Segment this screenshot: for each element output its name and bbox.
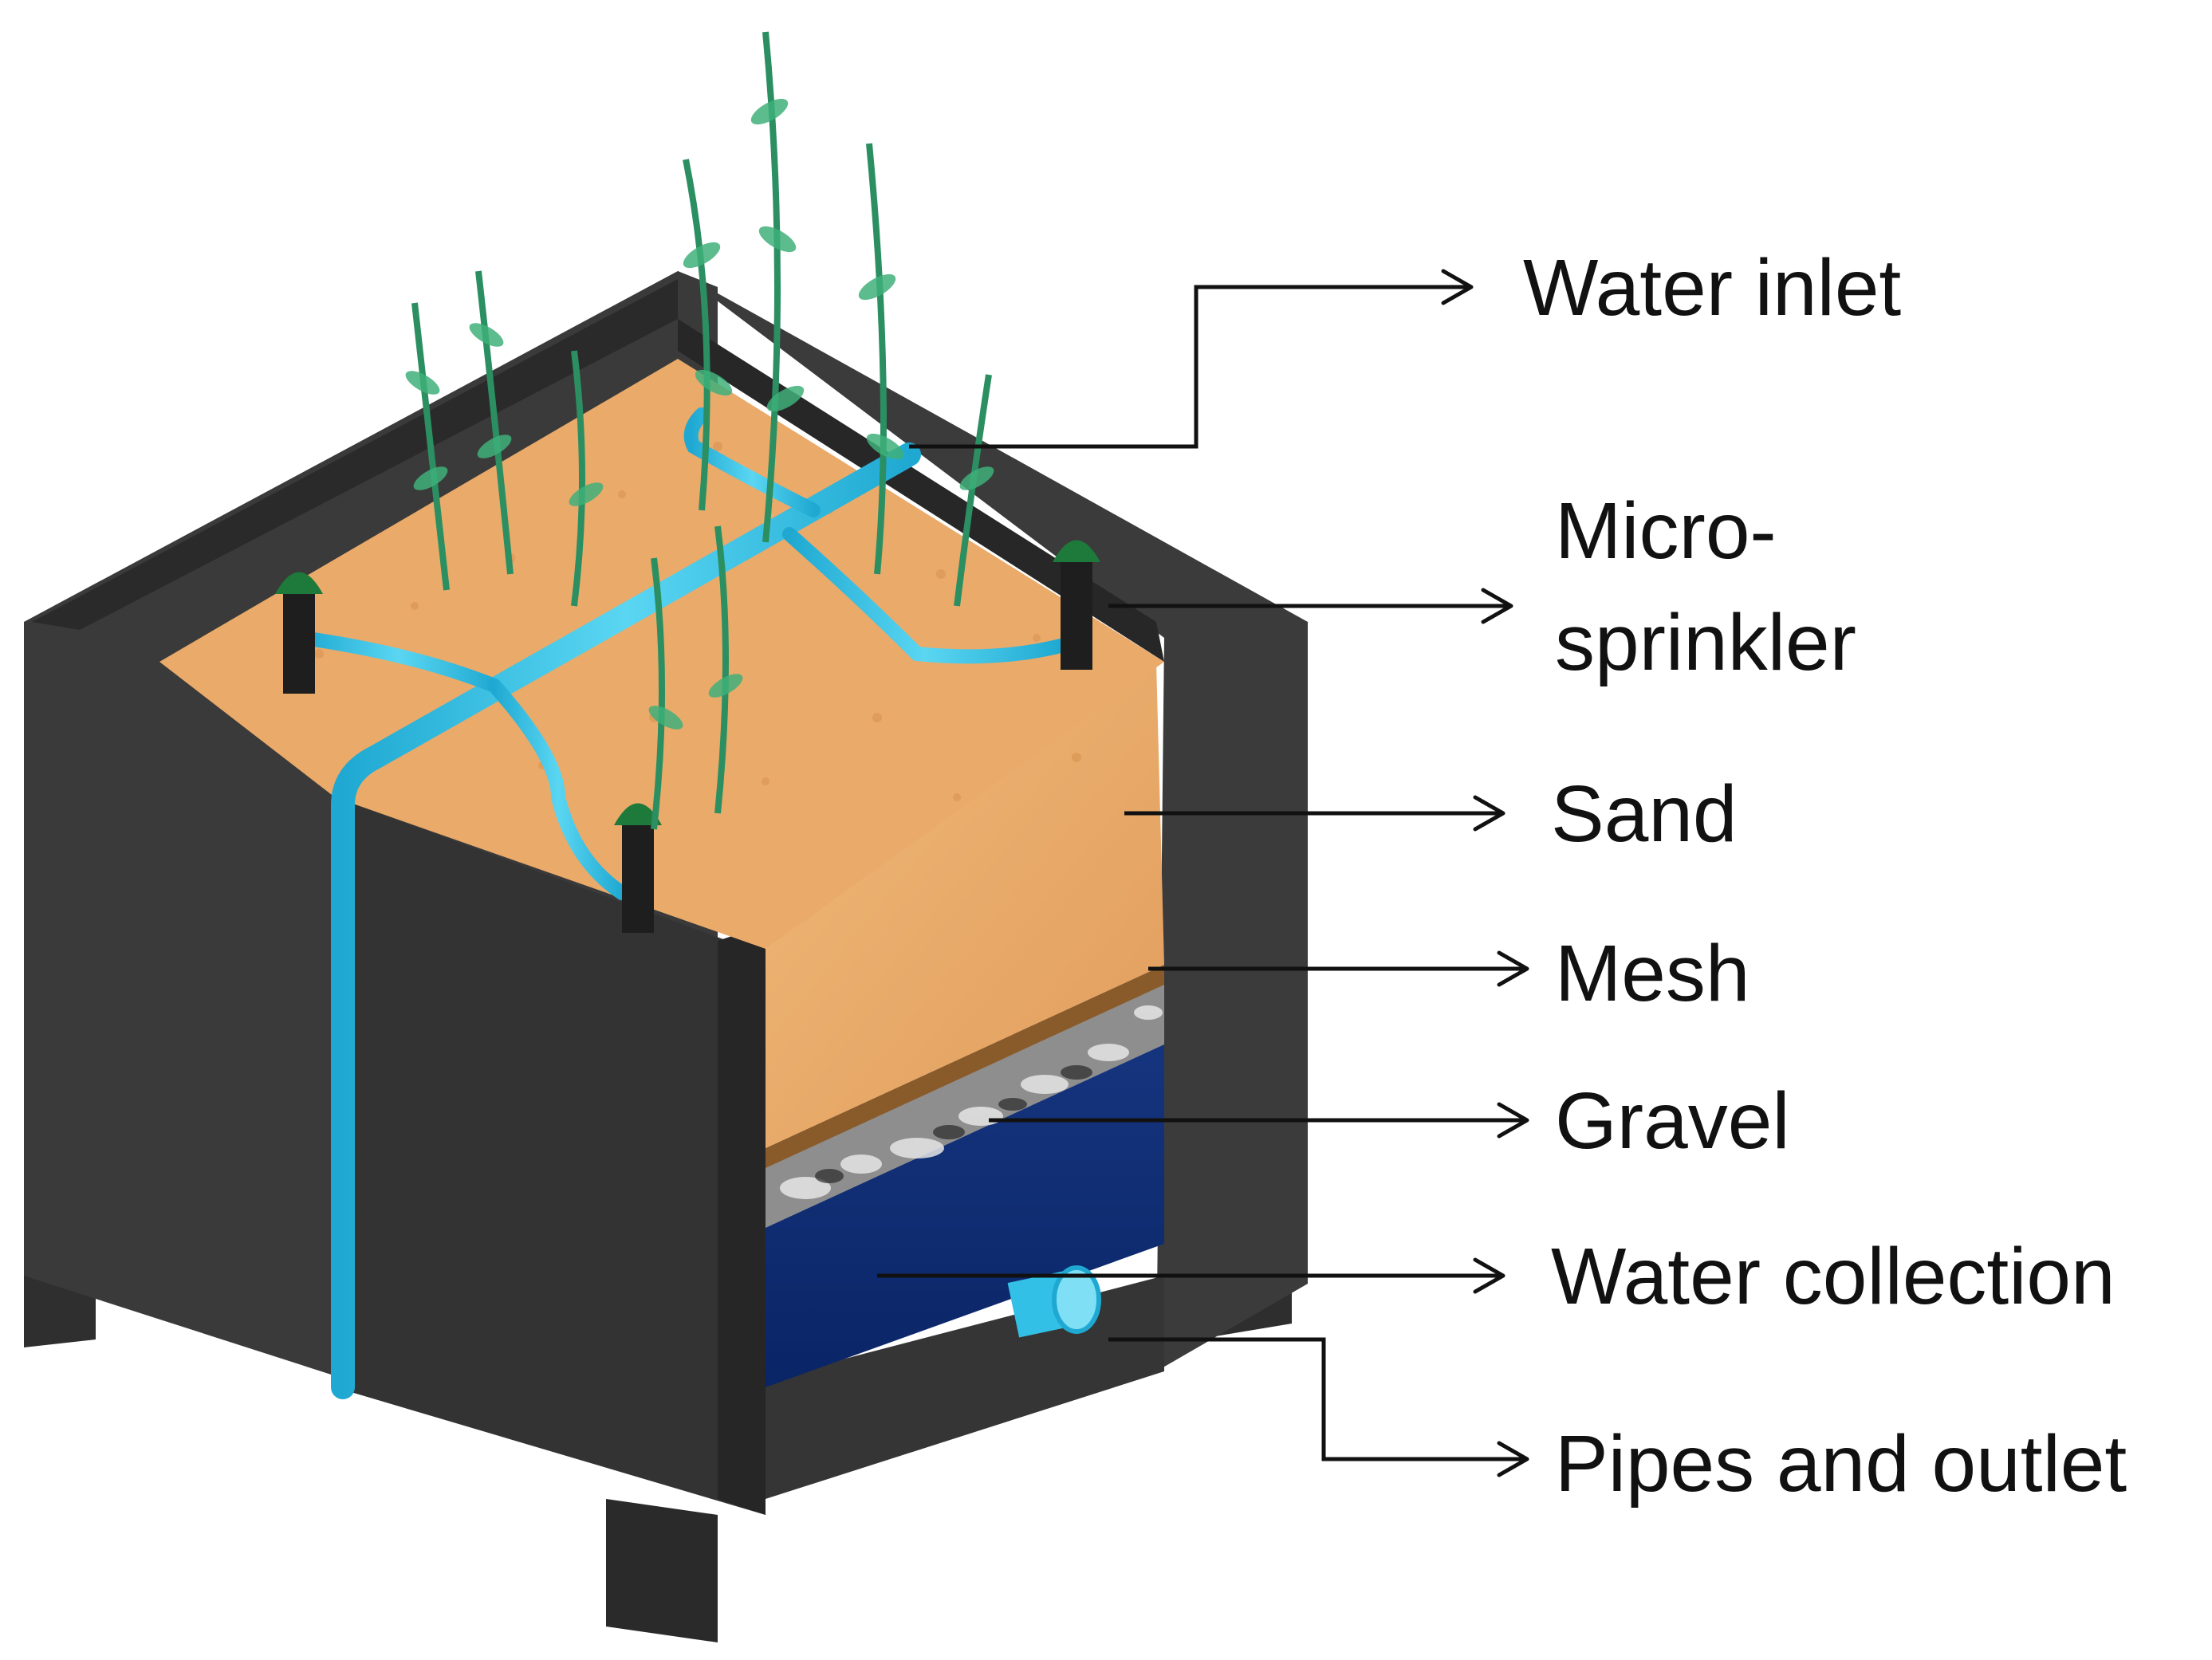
micro-sprinkler-icon	[275, 540, 1100, 933]
leader-lines	[877, 269, 1529, 1477]
arrow-right-icon	[1473, 795, 1505, 832]
labels: Water inlet Micro- sprinkler Sand Mesh G…	[1523, 243, 2127, 1509]
label-mesh: Mesh	[1555, 929, 1750, 1018]
box-right-wall	[678, 271, 1308, 1371]
label-gravel: Gravel	[1555, 1076, 1790, 1166]
label-pipes-and-outlet: Pipes and outlet	[1555, 1419, 2127, 1509]
label-sand: Sand	[1551, 769, 1738, 859]
outlet-pipe-icon	[1007, 1265, 1101, 1338]
vertical-inlet-pipe	[331, 443, 921, 1399]
arrow-right-icon	[1497, 1441, 1529, 1477]
arrow-right-icon	[1481, 588, 1513, 624]
label-water-collection: Water collection	[1551, 1232, 2116, 1321]
box-front-rim	[718, 925, 766, 1515]
label-micro-sprinkler-line1: Micro-	[1555, 486, 1777, 576]
sand-cut-face	[766, 662, 1164, 1148]
box-base	[766, 1276, 1164, 1499]
box-leg-front	[606, 1499, 718, 1642]
leader-water-inlet	[909, 285, 1467, 449]
water-collection-layer	[766, 1037, 1164, 1387]
filter-layers	[766, 662, 1164, 1387]
leader-pipes-and-outlet	[1108, 1337, 1523, 1461]
branch-pipe-back	[683, 407, 821, 517]
plant-leaves	[405, 98, 994, 730]
branch-pipe-front	[487, 679, 629, 900]
box-right-rim	[678, 319, 1164, 662]
gravel-dark-texture	[815, 1065, 1092, 1183]
arrow-right-icon	[1497, 950, 1529, 987]
irrigation-pipes	[296, 407, 1068, 1399]
label-water-inlet: Water inlet	[1523, 243, 1901, 332]
box-left-rim	[32, 279, 678, 630]
box-front-wall	[335, 797, 766, 1515]
label-micro-sprinkler-line2: sprinkler	[1555, 598, 1856, 687]
arrow-right-icon	[1441, 269, 1474, 305]
branch-pipe-left	[296, 631, 502, 693]
branch-pipe-right	[782, 527, 1068, 664]
arrow-right-icon	[1473, 1257, 1505, 1294]
arrow-right-icon	[1497, 1102, 1529, 1139]
mesh-layer	[766, 965, 1164, 1168]
